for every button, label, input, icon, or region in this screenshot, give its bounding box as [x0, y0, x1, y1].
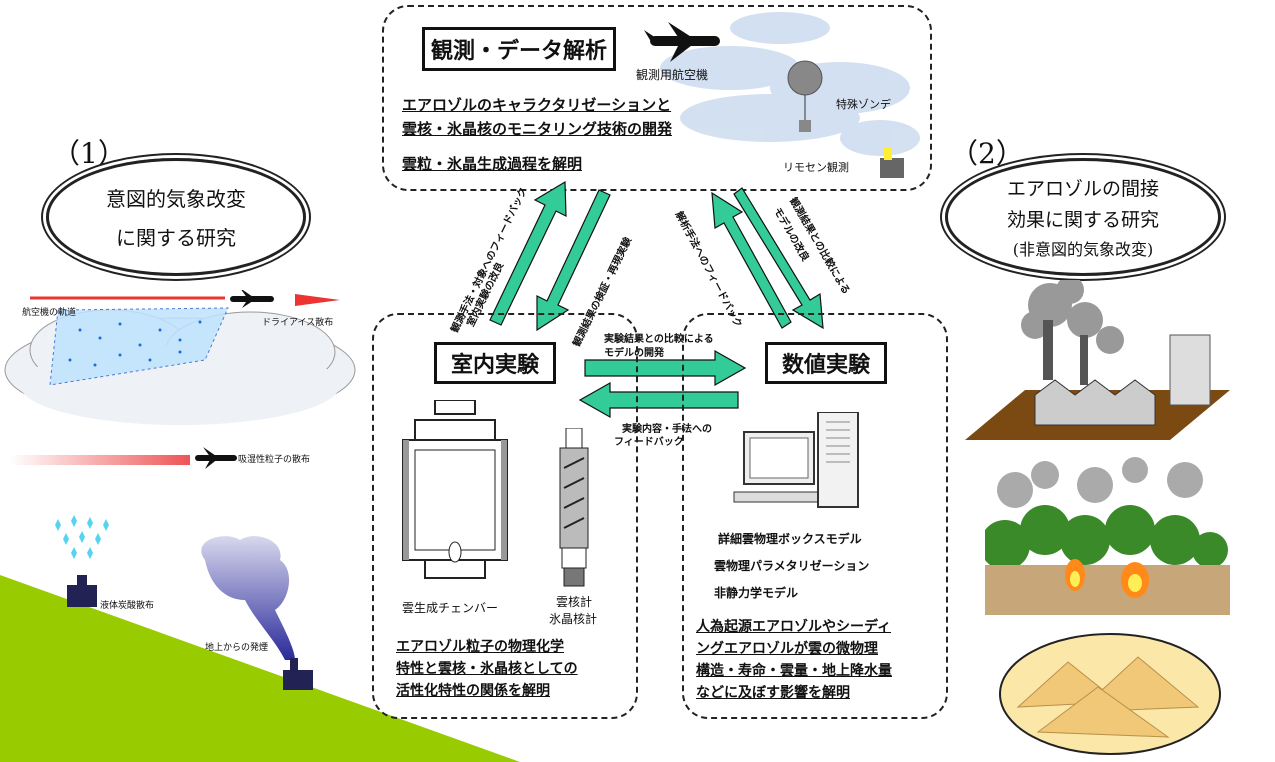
- num-result-3: 構造・寿命・雲量・地上降水量: [696, 663, 892, 679]
- counter-label-1: 雲核計: [556, 595, 593, 609]
- lab-result-2: 特性と雲核・氷晶核としての: [396, 661, 578, 677]
- cloud-seeding-illustration: [4, 290, 356, 425]
- lab-experiment-box: [372, 313, 638, 719]
- right-ellipse-line2: 効果に関する研究: [1006, 209, 1159, 231]
- right-ellipse-line3: (非意図的気象改変): [1012, 240, 1154, 259]
- sky-clouds: [644, 12, 920, 178]
- cloud-chamber-drawing: [402, 400, 508, 579]
- hygroscopic-label: 吸湿性粒子の散布: [238, 455, 311, 465]
- model-2: 雲物理パラメタリゼーション: [714, 559, 870, 573]
- aircraft-track-label: 航空機の軌道: [22, 308, 77, 318]
- observation-title: 観測・データ解析: [422, 27, 616, 71]
- remote-label: リモセン観測: [783, 161, 849, 174]
- aircraft-label: 観測用航空機: [636, 68, 709, 82]
- observation-box: [382, 5, 932, 191]
- computer-icon: [733, 412, 859, 508]
- observation-line1: エアロゾルのキャラクタリゼーションと: [402, 96, 672, 114]
- lab-result-1: エアロゾル粒子の物理化学: [396, 639, 564, 655]
- left-ellipse-line1: 意図的気象改変: [106, 187, 246, 211]
- right-ellipse: エアロゾルの間接 効果に関する研究 (非意図的気象改変): [945, 158, 1221, 276]
- arrow-label-exp-compare: 実験結果との比較による: [604, 334, 714, 345]
- sonde-label: 特殊ゾンデ: [836, 98, 891, 111]
- chamber-label: 雲生成チェンバー: [402, 601, 499, 615]
- factory-illustration: [965, 280, 1230, 440]
- model-3: 非静力学モデル: [714, 586, 799, 600]
- num-result-2: ングエアロゾルが雲の微物理: [696, 641, 878, 657]
- forest-fire-illustration: [985, 457, 1230, 615]
- right-ellipse-line1: エアロゾルの間接: [1006, 178, 1159, 200]
- liquid-co2-sprayer: [55, 515, 109, 607]
- numerical-title: 数値実験: [765, 342, 887, 384]
- ground-smoke: [201, 536, 313, 690]
- arrow-label-feedback: フィードバック: [614, 437, 684, 448]
- numerical-experiment-box: [682, 313, 948, 719]
- ground-smoke-label: 地上からの発煙: [205, 643, 269, 653]
- nuclei-counter-drawing: [559, 428, 589, 587]
- right-number: （2）: [950, 137, 1024, 170]
- observation-line3: 雲粒・氷晶生成過程を解明: [402, 155, 583, 173]
- left-ellipse: 意図的気象改変 に関する研究: [46, 158, 306, 276]
- observation-line2: 雲核・氷晶核のモニタリング技術の開発: [402, 120, 673, 138]
- dry-ice-label: ドライアイス散布: [262, 318, 334, 328]
- num-result-4: などに及ぼす影響を解明: [696, 685, 850, 701]
- lab-result-3: 活性化特性の関係を解明: [396, 683, 550, 699]
- liquid-co2-label: 液体炭酸散布: [100, 601, 155, 611]
- arrow-label-exp-method: 実験内容・手法への: [622, 424, 712, 435]
- desert-illustration: [999, 633, 1221, 755]
- hygroscopic-spray: [10, 447, 237, 469]
- arrow-label-model-dev: モデルの開発: [604, 348, 664, 359]
- model-1: 詳細雲物理ボックスモデル: [718, 532, 862, 546]
- lab-title: 室内実験: [434, 342, 556, 384]
- left-ellipse-line2: に関する研究: [116, 226, 236, 250]
- counter-label-2: 氷晶核計: [549, 612, 598, 626]
- num-result-1: 人為起源エアロゾルやシーディ: [696, 619, 892, 635]
